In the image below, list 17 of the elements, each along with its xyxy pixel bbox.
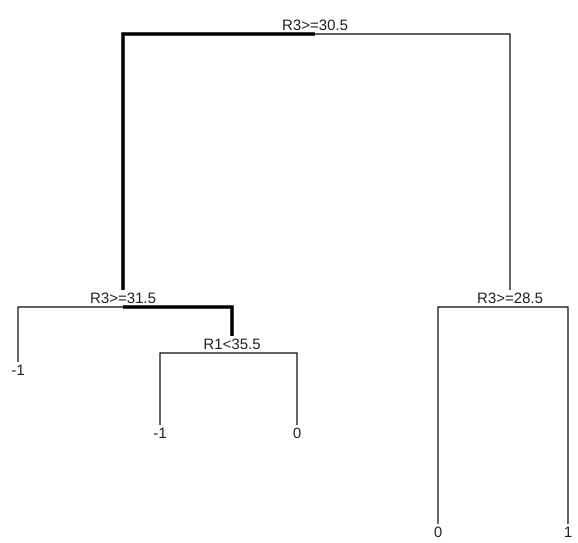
tree-branch-line [315,33,511,290]
split-condition-label: R3>=30.5 [277,17,353,34]
leaf-value-label: 0 [427,524,449,541]
tree-branch-line [437,306,510,524]
tree-branch-line [17,306,123,362]
tree-branch-line [510,306,569,524]
tree-branch-line [123,305,234,336]
split-condition-label: R1<35.5 [194,336,270,353]
split-condition-label: R3>=28.5 [472,290,548,307]
leaf-value-label: 0 [286,425,308,442]
tree-branch-line [159,352,232,425]
tree-branch-line [121,32,315,290]
tree-branch-line [232,352,298,425]
leaf-value-label: -1 [7,362,29,379]
leaf-value-label: -1 [149,425,171,442]
split-condition-label: R3>=31.5 [85,290,161,307]
leaf-value-label: 1 [557,524,578,541]
